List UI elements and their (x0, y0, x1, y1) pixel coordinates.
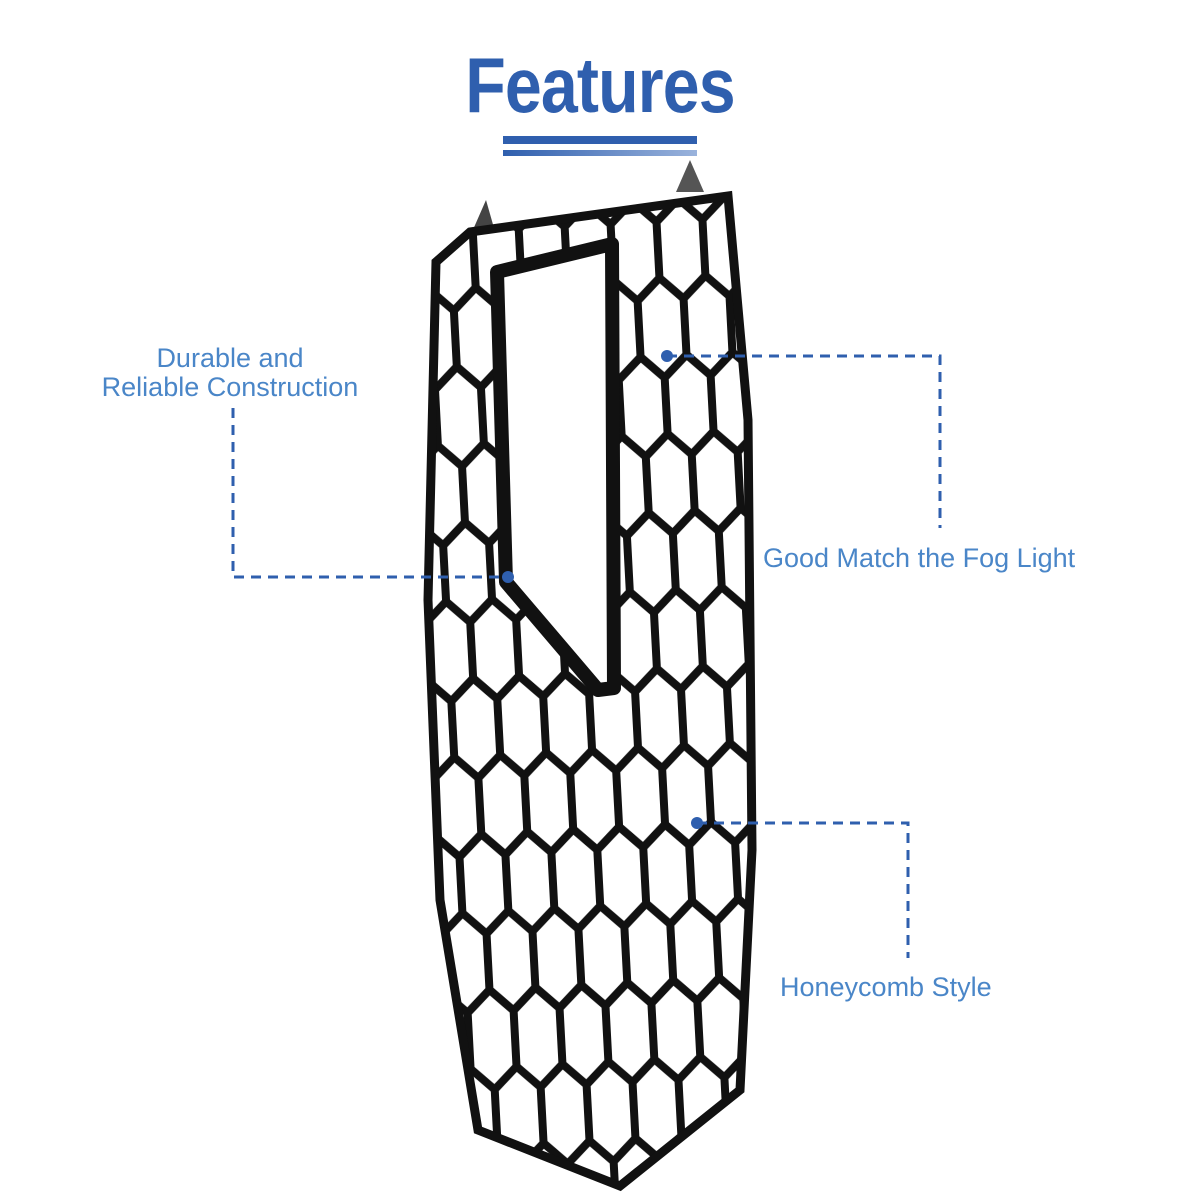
page-title: Features (465, 41, 735, 129)
title-underline-gradient (503, 150, 697, 156)
callout-honeycomb: Honeycomb Style (780, 972, 992, 1002)
callout-dots (502, 350, 703, 829)
callout-durable: Durable and Reliable Construction (70, 344, 390, 402)
callout-fog-light: Good Match the Fog Light (763, 543, 1076, 573)
callout-lines (231, 354, 942, 958)
title-underline (503, 136, 697, 144)
grille-tabs (472, 160, 704, 232)
callout-durable-line2: Reliable Construction (101, 372, 359, 402)
callout-durable-line1: Durable and (156, 343, 304, 373)
grille-frame (423, 190, 757, 1192)
fog-light-opening (490, 237, 621, 697)
